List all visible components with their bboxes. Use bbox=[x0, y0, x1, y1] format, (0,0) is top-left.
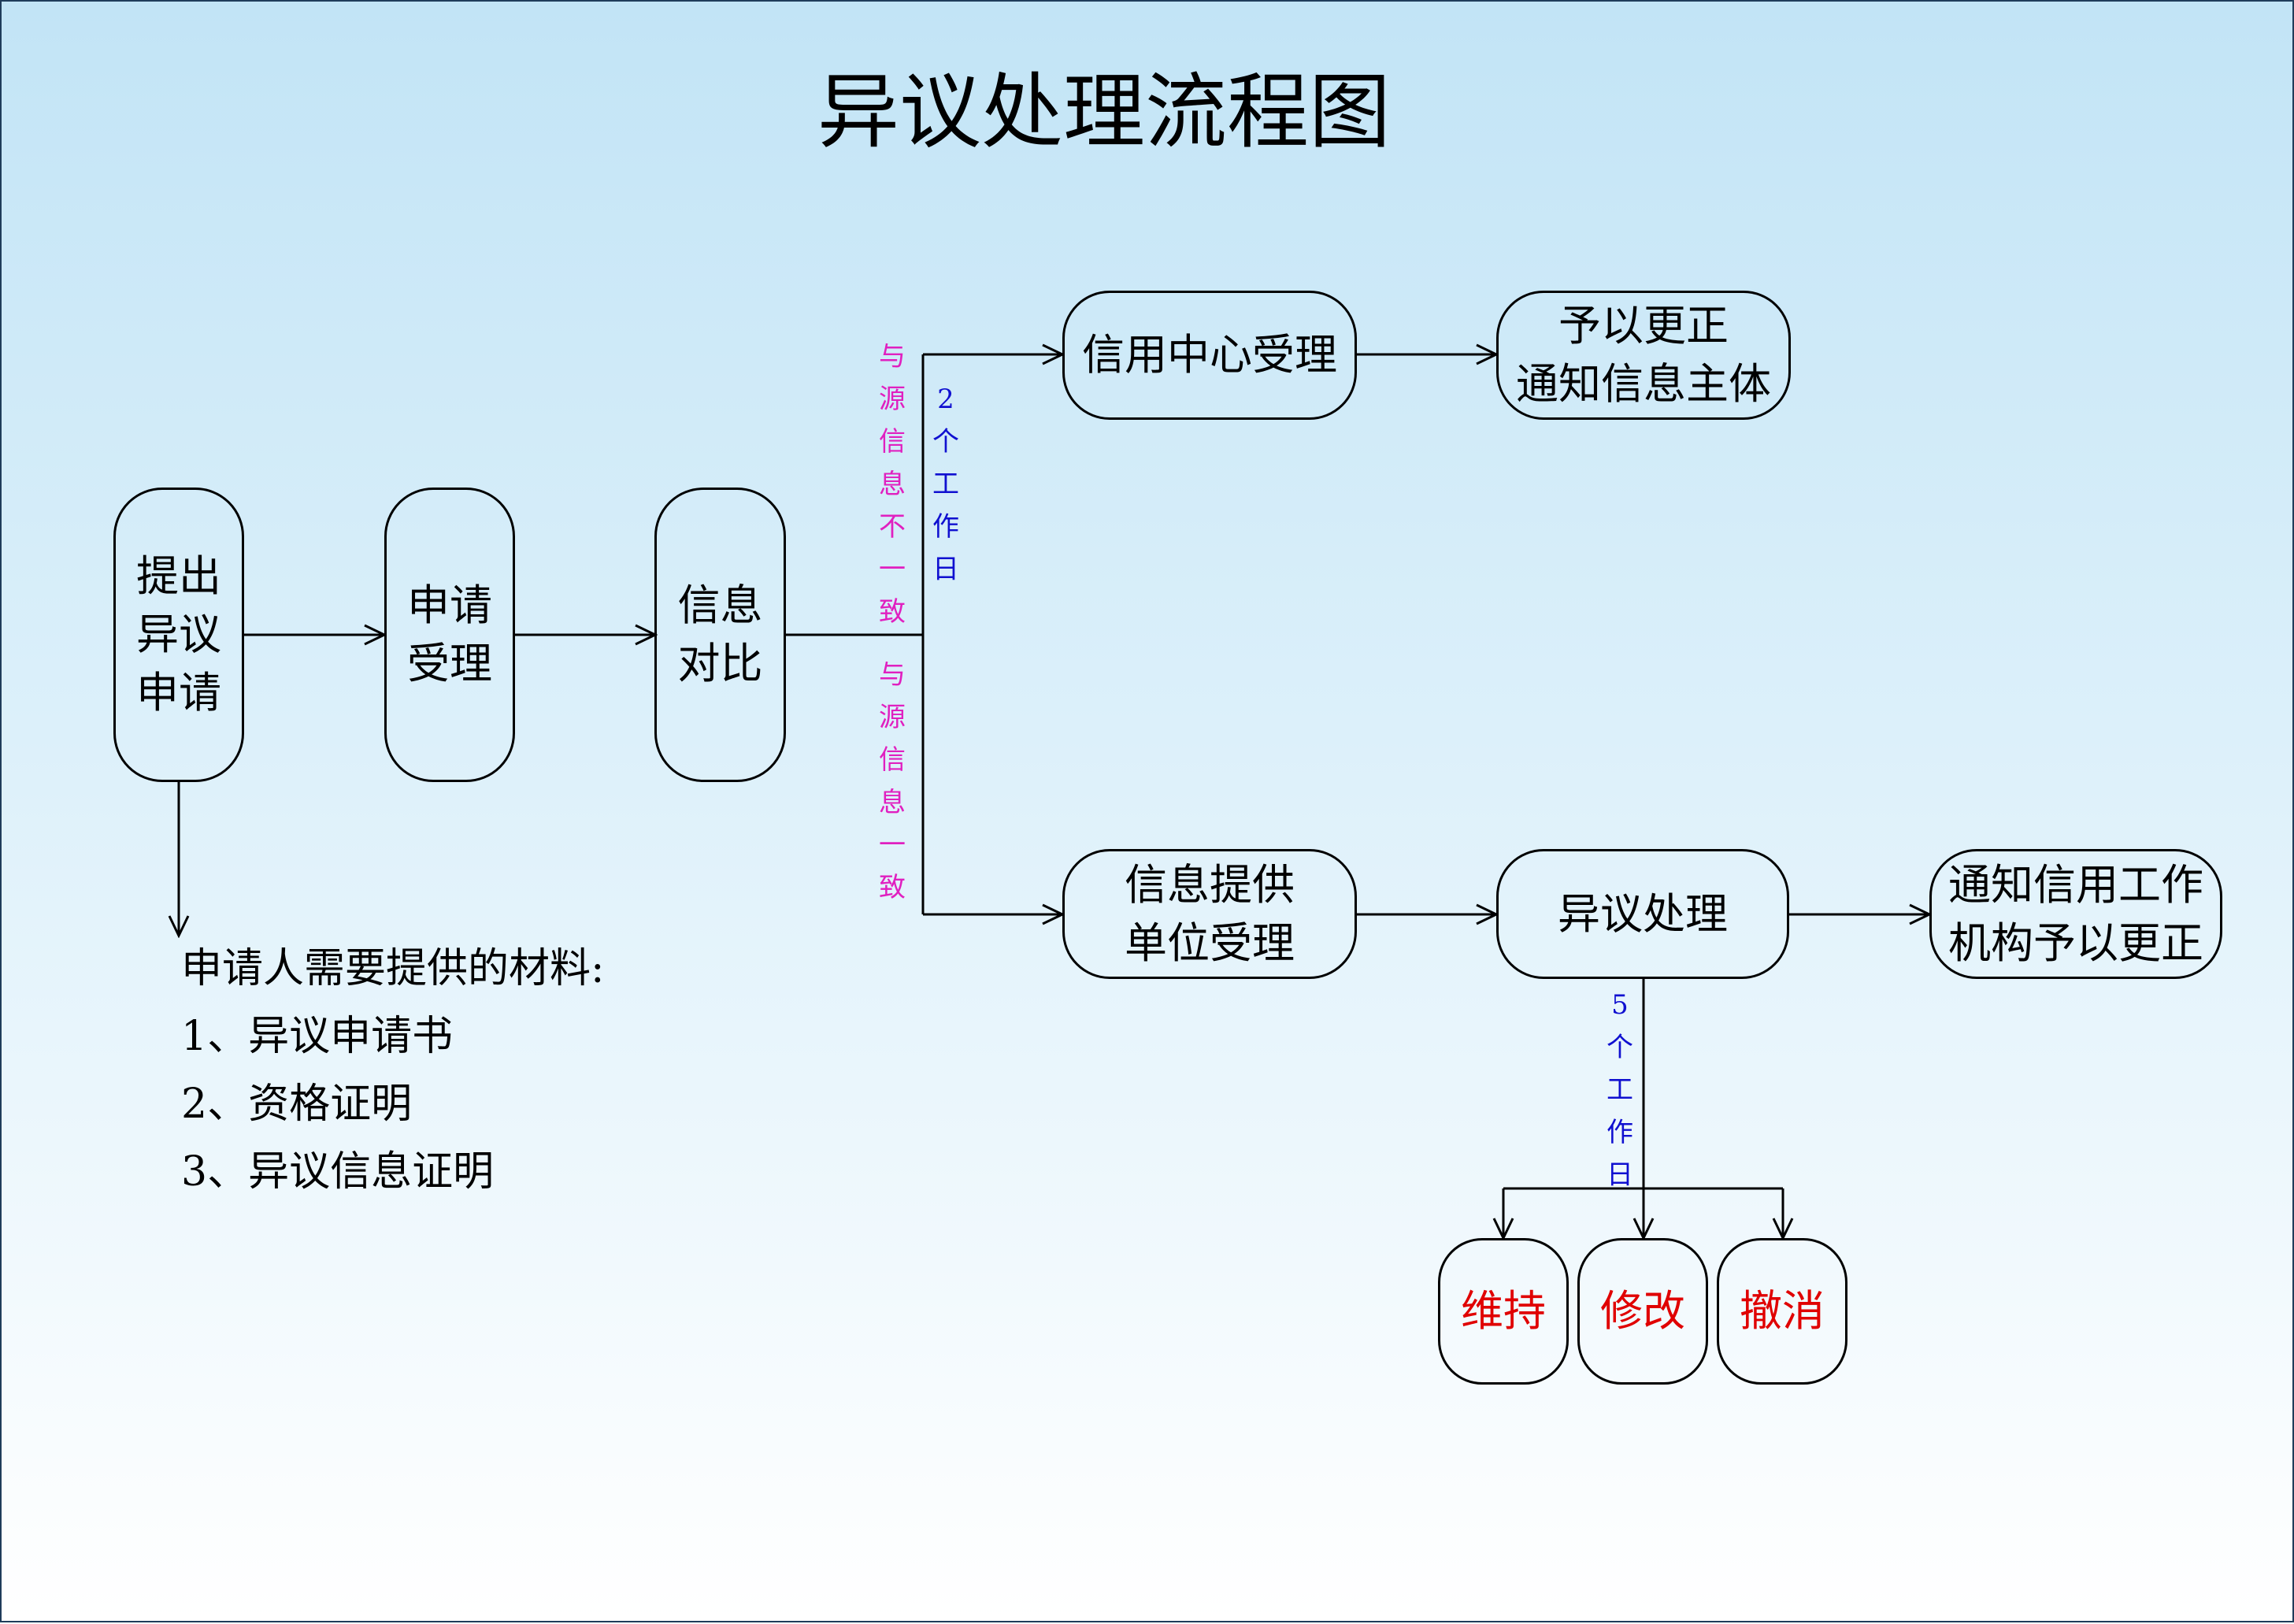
page-title: 异议处理流程图 bbox=[817, 64, 1391, 160]
node-credit-center-accept: 信用中心受理 bbox=[1062, 291, 1357, 420]
label-five-working-days: 5 个 工 作 日 bbox=[1607, 989, 1633, 1191]
label-source-match: 与 源 信 息 一 致 bbox=[879, 659, 906, 903]
node-result-maintain: 维持 bbox=[1438, 1238, 1569, 1385]
node-dispute-process: 异议处理 bbox=[1496, 849, 1789, 979]
node-submit-request: 提出 异议 申请 bbox=[113, 488, 244, 782]
node-result-revoke: 撤消 bbox=[1717, 1238, 1847, 1385]
node-notify-credit-agency: 通知信用工作 机构予以更正 bbox=[1929, 849, 2222, 979]
node-correct-notify-subject: 予以更正 通知信息主体 bbox=[1496, 291, 1791, 420]
node-request-accept: 申请 受理 bbox=[384, 488, 515, 782]
materials-item: 2、资格证明 bbox=[181, 1081, 413, 1128]
node-provider-accept: 信息提供 单位受理 bbox=[1062, 849, 1357, 979]
materials-item: 3、异议信息证明 bbox=[181, 1148, 495, 1196]
materials-heading: 申请人需要提供的材料: bbox=[181, 945, 605, 992]
node-result-modify: 修改 bbox=[1577, 1238, 1708, 1385]
label-source-mismatch: 与 源 信 息 不 一 致 bbox=[879, 341, 906, 628]
materials-item: 1、异议申请书 bbox=[181, 1013, 454, 1060]
label-two-working-days: 2 个 工 作 日 bbox=[932, 384, 959, 585]
node-info-compare: 信息 对比 bbox=[654, 488, 786, 782]
materials-list: 申请人需要提供的材料: 1、异议申请书 2、资格证明 3、异议信息证明 bbox=[181, 935, 605, 1206]
